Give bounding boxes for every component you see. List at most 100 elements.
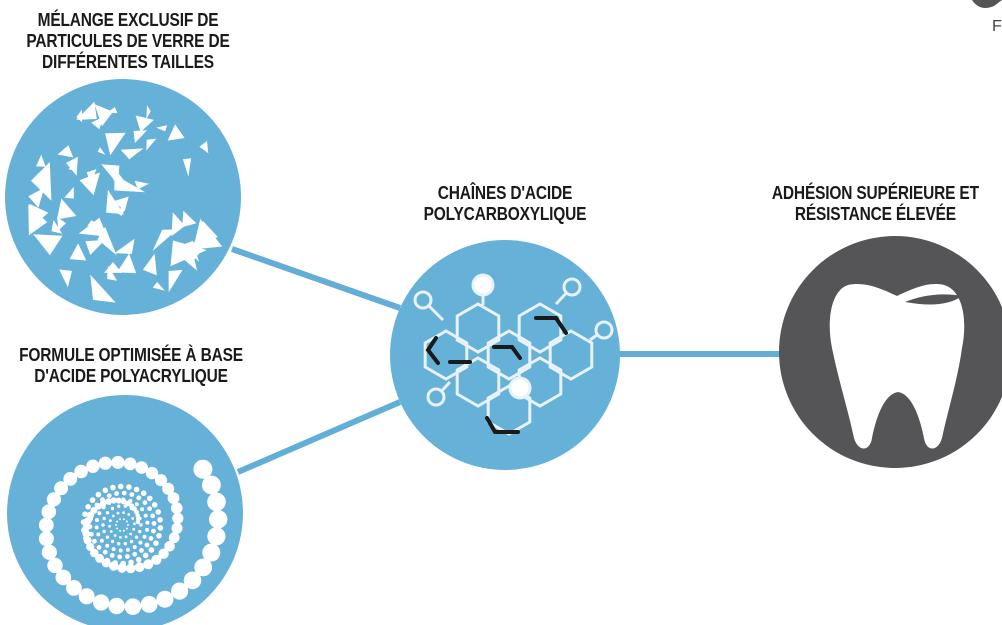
spiral-dot: [138, 529, 142, 534]
spiral-dot: [151, 521, 157, 526]
molecule-ring: [455, 302, 501, 354]
spiral-dot: [209, 510, 228, 529]
spiral-dot: [118, 483, 124, 490]
corner-text: F: [992, 18, 1002, 35]
spiral-dot: [140, 507, 145, 512]
label-acid-line-2: D'ACIDE POLYACRYLIQUE: [34, 366, 228, 386]
glass-shard: [33, 234, 63, 256]
spiral-dot: [168, 532, 180, 544]
spiral-circle: [7, 395, 243, 625]
spiral-dot: [109, 553, 115, 558]
spiral-dot: [162, 482, 175, 495]
glass-shard: [146, 138, 157, 151]
spiral-dot: [101, 523, 105, 527]
spiral-dot: [97, 554, 104, 560]
spiral-dot: [88, 516, 93, 522]
label-glass-line-3: DIFFÉRENTES TAILLES: [42, 52, 214, 72]
spiral-dot: [125, 554, 130, 559]
spiral-dot: [46, 492, 62, 507]
glass-shard: [117, 253, 137, 274]
glass-shard: [31, 162, 52, 201]
spiral-dot: [151, 554, 162, 565]
molecule-ring: [423, 329, 469, 381]
spiral-dot: [128, 559, 134, 566]
spiral-dot: [102, 516, 106, 521]
spiral-dot: [109, 530, 113, 533]
spiral-dot: [145, 520, 150, 525]
spiral-dot: [83, 535, 89, 541]
spiral-dot: [132, 545, 137, 550]
spiral-dot: [95, 518, 99, 523]
spiral-dot: [183, 571, 202, 590]
spiral-dot: [117, 504, 121, 508]
spiral-dot: [95, 491, 102, 498]
spiral-dot: [94, 525, 99, 530]
label-chains-line-2: POLYCARBOXYLIQUE: [423, 204, 587, 224]
spiral-dot: [112, 560, 118, 566]
spiral-dot: [134, 511, 139, 515]
spiral-dot: [117, 542, 121, 546]
spiral-dot: [171, 522, 183, 534]
spiral-dot: [117, 554, 123, 560]
glass-shard: [57, 217, 66, 231]
glass-shard: [168, 269, 183, 293]
glass-shard: [36, 154, 46, 167]
spiral-dot: [124, 535, 128, 539]
connector-glass-to-chains: [231, 246, 401, 311]
spiral-dot: [140, 596, 158, 613]
spiral-dot: [94, 502, 100, 508]
spiral-dot: [106, 493, 112, 499]
spiral-dot: [145, 527, 149, 532]
particle-spiral-icon: [7, 395, 243, 625]
tooth-gum-line: [905, 294, 962, 305]
connector-acid-to-chains: [236, 399, 402, 475]
spiral-dot: [87, 524, 93, 529]
spiral-dot: [119, 518, 122, 521]
spiral-dot: [100, 497, 105, 502]
spiral-dot: [151, 502, 158, 508]
spiral-dot: [90, 509, 96, 514]
spiral-dot: [139, 548, 144, 553]
spiral-dot: [89, 497, 96, 503]
spiral-dot: [147, 495, 153, 502]
label-glass-line-2: PARTICULES DE VERRE DE: [26, 31, 230, 51]
spiral-dot: [207, 527, 226, 546]
spiral-dot: [86, 542, 93, 548]
spiral-dot: [78, 588, 95, 605]
glass-shard: [79, 172, 100, 196]
glass-shard: [192, 218, 223, 250]
spiral-dot: [38, 517, 54, 533]
tooth-shape: [829, 284, 965, 449]
spiral-dot: [158, 548, 169, 559]
molecule-atom: [594, 320, 614, 340]
spiral-dot: [150, 513, 156, 519]
spiral-dot: [102, 487, 109, 494]
label-acid-formula: FORMULE OPTIMISÉE À BASE D'ACIDE POLYACR…: [6, 345, 255, 387]
glass-shard: [114, 174, 146, 193]
label-acid-line-1: FORMULE OPTIMISÉE À BASE: [19, 345, 243, 365]
glass-shard: [28, 204, 48, 236]
spiral-dot: [101, 505, 106, 510]
spiral-dot: [194, 558, 213, 577]
spiral-dot: [129, 506, 134, 511]
molecule-ring: [486, 329, 532, 381]
glass-shard: [170, 240, 207, 267]
spiral-dot: [157, 525, 164, 531]
spiral-dot: [125, 520, 128, 523]
glass-shard: [78, 217, 108, 237]
glass-shard: [57, 145, 74, 158]
glass-shard: [114, 238, 135, 254]
spiral-dot: [142, 500, 148, 505]
glass-shard: [94, 104, 114, 127]
glass-shard: [97, 147, 106, 155]
spiral-dot: [145, 466, 159, 480]
glass-shard: [120, 148, 144, 160]
spiral-dot: [89, 531, 94, 537]
spiral-dot: [193, 459, 213, 479]
glass-shard: [69, 243, 87, 261]
spiral-dot: [81, 527, 87, 533]
molecule-atom: [413, 290, 433, 310]
spiral-dot: [74, 464, 88, 479]
spiral-dot: [38, 531, 54, 547]
glass-shard: [57, 198, 77, 220]
